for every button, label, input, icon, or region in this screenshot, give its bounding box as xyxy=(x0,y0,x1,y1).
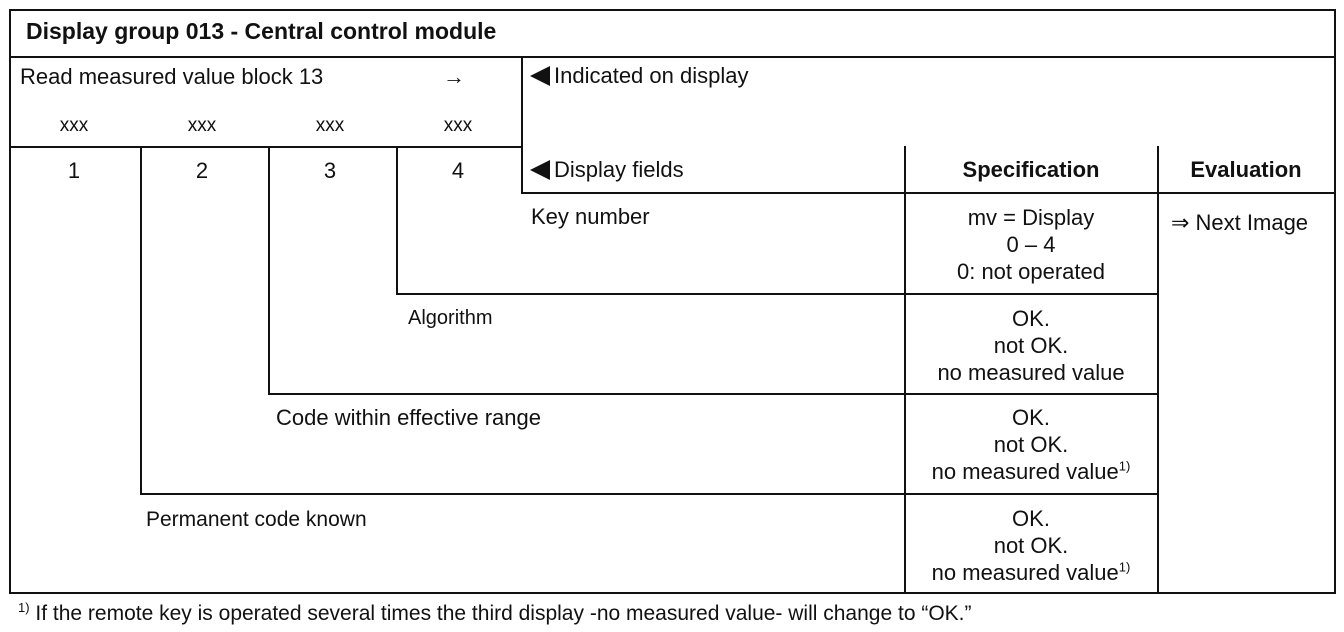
footnote: 1) If the remote key is operated several… xyxy=(18,601,972,627)
spec-line: no measured value xyxy=(937,360,1125,385)
row-label-code-within-range: Code within effective range xyxy=(276,405,541,430)
footnote-text: If the remote key is operated several ti… xyxy=(29,602,972,625)
pointer-triangle-icon xyxy=(530,160,550,180)
spec-line: 0 – 4 xyxy=(1006,232,1056,257)
spec-line: not OK. xyxy=(993,333,1069,358)
row-label-key-number: Key number xyxy=(531,204,650,229)
spec-line: 0: not operated xyxy=(956,259,1105,284)
row-divider-2 xyxy=(268,393,1158,395)
placeholder-4: xxx xyxy=(443,115,473,136)
indicated-on-display: Indicated on display xyxy=(530,63,748,89)
read-block-arrow: → xyxy=(443,64,465,89)
spec-line: OK. xyxy=(1012,306,1050,331)
spec-line: mv = Display xyxy=(967,205,1095,230)
placeholder-1: xxx xyxy=(59,115,89,136)
spec-line: not OK. xyxy=(993,533,1069,558)
frame-right xyxy=(1334,9,1336,594)
row-spec-permanent-code: OK. not OK. no measured value1) xyxy=(905,505,1157,586)
spec-line: no measured value xyxy=(931,560,1119,585)
bracket-field-4 xyxy=(396,146,398,294)
footnote-marker: 1) xyxy=(18,600,30,615)
row-divider-3 xyxy=(140,493,1158,495)
frame-top xyxy=(9,9,1335,11)
specification-header: Specification xyxy=(962,157,1100,182)
frame-bottom xyxy=(9,592,1335,594)
row-spec-algorithm: OK. not OK. no measured value xyxy=(905,305,1157,386)
display-fields-label: Display fields xyxy=(554,157,684,182)
bracket-field-3 xyxy=(268,146,270,394)
field-number-2: 2 xyxy=(195,158,209,183)
placeholder-3: xxx xyxy=(315,115,345,136)
read-block-divider xyxy=(521,56,523,193)
row-label-algorithm: Algorithm xyxy=(408,307,493,329)
frame-left xyxy=(9,9,11,594)
footnote-reference: 1) xyxy=(1118,458,1131,474)
read-block-label: Read measured value block 13 xyxy=(20,64,324,89)
indicated-on-display-label: Indicated on display xyxy=(554,63,749,88)
evaluation-next-image: ⇒ Next Image xyxy=(1171,210,1309,235)
evaluation-left-divider xyxy=(1157,146,1159,594)
row-spec-code-within-range: OK. not OK. no measured value1) xyxy=(905,404,1157,485)
bracket-field-2 xyxy=(140,146,142,494)
evaluation-header: Evaluation xyxy=(1190,157,1302,182)
spec-line: no measured value xyxy=(931,459,1119,484)
placeholder-underline xyxy=(9,146,523,148)
spec-line: OK. xyxy=(1012,506,1050,531)
row-label-permanent-code: Permanent code known xyxy=(146,508,367,531)
row-divider-1 xyxy=(396,293,1158,295)
field-number-1: 1 xyxy=(67,158,81,183)
display-fields: Display fields xyxy=(530,157,684,183)
row-spec-key-number: mv = Display 0 – 4 0: not operated xyxy=(905,204,1157,285)
footnote-reference: 1) xyxy=(1118,559,1131,575)
header-underline xyxy=(521,192,1335,194)
spec-left-divider xyxy=(904,146,906,594)
pointer-triangle-icon xyxy=(530,66,550,86)
spec-line: OK. xyxy=(1012,405,1050,430)
table-title: Display group 013 - Central control modu… xyxy=(26,18,497,44)
field-number-4: 4 xyxy=(451,158,465,183)
field-number-3: 3 xyxy=(323,158,337,183)
title-divider xyxy=(9,56,1335,58)
placeholder-2: xxx xyxy=(187,115,217,136)
spec-line: not OK. xyxy=(993,432,1069,457)
